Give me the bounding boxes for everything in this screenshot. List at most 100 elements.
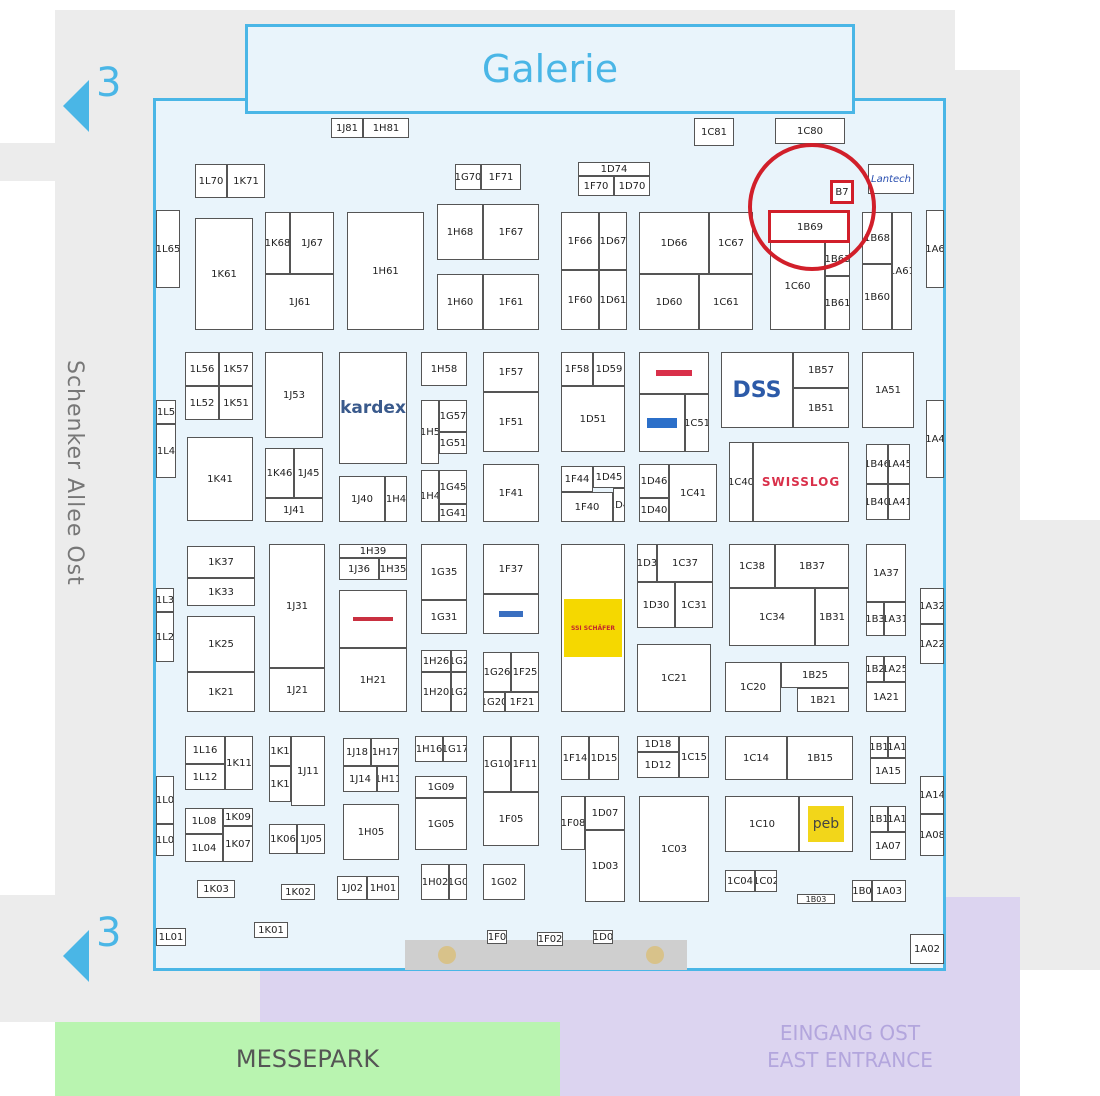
booth-1K02[interactable]: 1K02	[281, 884, 315, 900]
booth-1D12[interactable]: 1D12	[637, 752, 679, 778]
booth-1B25[interactable]: 1B25	[781, 662, 849, 688]
booth-1J67[interactable]: 1J67	[290, 212, 334, 274]
booth-1K21[interactable]: 1K21	[187, 672, 255, 712]
booth-1A14[interactable]: 1A14	[920, 776, 944, 814]
booth-1A6[interactable]: 1A6	[926, 210, 944, 288]
booth-1K25[interactable]: 1K25	[187, 616, 255, 672]
booth-1L16[interactable]: 1L16	[185, 736, 225, 764]
booth-1H02[interactable]: 1H02	[421, 864, 449, 900]
booth-1K01[interactable]: 1K01	[254, 922, 288, 938]
booth-1G31[interactable]: 1G31	[421, 600, 467, 634]
booth-exhibitor-h31[interactable]	[339, 590, 407, 648]
booth-1G10[interactable]: 1G10	[483, 736, 511, 792]
booth-1F08[interactable]: 1F08	[561, 796, 585, 850]
booth-1G2-b[interactable]: 1G2	[451, 672, 467, 712]
booth-1K03[interactable]: 1K03	[197, 880, 235, 898]
booth-1A4[interactable]: 1A4	[926, 400, 944, 478]
booth-1K11[interactable]: 1K11	[225, 736, 253, 790]
booth-1D40[interactable]: 1D40	[639, 498, 669, 522]
booth-1J45[interactable]: 1J45	[294, 448, 323, 498]
booth-1F40[interactable]: 1F40	[561, 492, 613, 522]
booth-1K37[interactable]: 1K37	[187, 546, 255, 578]
booth-1F05[interactable]: 1F05	[483, 792, 539, 846]
booth-1K41[interactable]: 1K41	[187, 437, 253, 521]
galerie-block[interactable]: Galerie	[245, 24, 855, 114]
booth-1A37[interactable]: 1A37	[866, 544, 906, 602]
booth-1L5[interactable]: 1L5	[156, 400, 176, 424]
booth-1H81[interactable]: 1H81	[363, 118, 409, 138]
booth-1L0-b[interactable]: 1L0	[156, 824, 174, 856]
booth-1J31[interactable]: 1J31	[269, 544, 325, 668]
booth-1J36[interactable]: 1J36	[339, 558, 379, 580]
booth-1A45[interactable]: 1A45	[888, 444, 910, 484]
booth-1D46[interactable]: 1D46	[639, 464, 669, 498]
booth-1A15[interactable]: 1A15	[870, 758, 906, 784]
booth-1D66[interactable]: 1D66	[639, 212, 709, 274]
booth-1J81[interactable]: 1J81	[331, 118, 363, 138]
booth-1A02[interactable]: 1A02	[910, 934, 944, 964]
booth-1J21[interactable]: 1J21	[269, 668, 325, 712]
booth-1A51[interactable]: 1A51	[862, 352, 914, 428]
booth-1B2[interactable]: 1B2	[866, 656, 884, 682]
booth-1J40[interactable]: 1J40	[339, 476, 385, 522]
booth-1A07[interactable]: 1A07	[870, 832, 906, 860]
booth-1C04[interactable]: 1C04	[725, 870, 755, 892]
booth-1L01[interactable]: 1L01	[156, 928, 186, 946]
booth-1B15[interactable]: 1B15	[787, 736, 853, 780]
booth-1B03[interactable]: 1B03	[797, 894, 835, 904]
booth-1G05[interactable]: 1G05	[415, 798, 467, 850]
booth-1F25[interactable]: 1F25	[511, 652, 539, 692]
booth-1F70[interactable]: 1F70	[578, 176, 614, 196]
booth-1F02[interactable]: 1F02	[537, 932, 563, 946]
booth-1F67[interactable]: 1F67	[483, 204, 539, 260]
booth-1H20[interactable]: 1H20	[421, 672, 451, 712]
booth-1A1-b[interactable]: 1A1	[888, 806, 906, 832]
booth-1L3[interactable]: 1L3	[156, 588, 174, 612]
booth-1C67[interactable]: 1C67	[709, 212, 753, 274]
booth-1F41[interactable]: 1F41	[483, 464, 539, 522]
booth-1G09[interactable]: 1G09	[415, 776, 467, 798]
booth-1F44[interactable]: 1F44	[561, 466, 593, 492]
booth-1F61[interactable]: 1F61	[483, 274, 539, 330]
booth-1G20[interactable]: 1G20	[483, 692, 505, 712]
booth-1A1[interactable]: 1A1	[888, 736, 906, 758]
booth-1L70[interactable]: 1L70	[195, 164, 227, 198]
booth-1J53[interactable]: 1J53	[265, 352, 323, 438]
booth-1G02[interactable]: 1G02	[483, 864, 525, 900]
booth-1L65[interactable]: 1L65	[156, 210, 180, 288]
booth-1F58[interactable]: 1F58	[561, 352, 593, 386]
booth-1H35[interactable]: 1H35	[379, 558, 407, 580]
booth-1D07[interactable]: 1D07	[585, 796, 625, 830]
level-arrow-top-icon[interactable]	[63, 80, 89, 132]
booth-dss[interactable]: DSS	[721, 352, 793, 428]
booth-1G0[interactable]: 1G0	[449, 864, 467, 900]
booth-1D18[interactable]: 1D18	[637, 736, 679, 752]
booth-1K1-b[interactable]: 1K1	[269, 766, 291, 802]
booth-1C80[interactable]: 1C80	[775, 118, 845, 144]
booth-1C15[interactable]: 1C15	[679, 736, 709, 778]
booth-1D45[interactable]: 1D45	[593, 466, 625, 488]
booth-peb[interactable]: peb	[799, 796, 853, 852]
booth-lantech[interactable]: Lantech	[868, 164, 914, 194]
booth-exhibitor-blue[interactable]	[639, 394, 685, 452]
booth-1D15[interactable]: 1D15	[589, 736, 619, 780]
booth-1J14[interactable]: 1J14	[343, 766, 377, 792]
booth-1B0[interactable]: 1B0	[852, 880, 872, 902]
booth-1C40[interactable]: 1C40	[729, 442, 753, 522]
booth-1B60[interactable]: 1B60	[862, 264, 892, 330]
booth-1L4[interactable]: 1L4	[156, 424, 176, 478]
booth-1D61[interactable]: 1D61	[599, 270, 627, 330]
booth-1H60[interactable]: 1H60	[437, 274, 483, 330]
booth-1H5[interactable]: 1H5	[421, 400, 439, 464]
booth-1G70[interactable]: 1G70	[455, 164, 481, 190]
booth-1K07[interactable]: 1K07	[223, 826, 253, 862]
booth-1C10[interactable]: 1C10	[725, 796, 799, 852]
booth-1K46[interactable]: 1K46	[265, 448, 294, 498]
booth-1C61[interactable]: 1C61	[699, 274, 753, 330]
booth-1H4-b[interactable]: 1H4	[421, 470, 439, 522]
level-marker-top[interactable]: 3	[96, 60, 122, 106]
booth-1H01[interactable]: 1H01	[367, 876, 399, 900]
level-marker-bottom[interactable]: 3	[96, 910, 122, 956]
booth-1D51[interactable]: 1D51	[561, 386, 625, 452]
